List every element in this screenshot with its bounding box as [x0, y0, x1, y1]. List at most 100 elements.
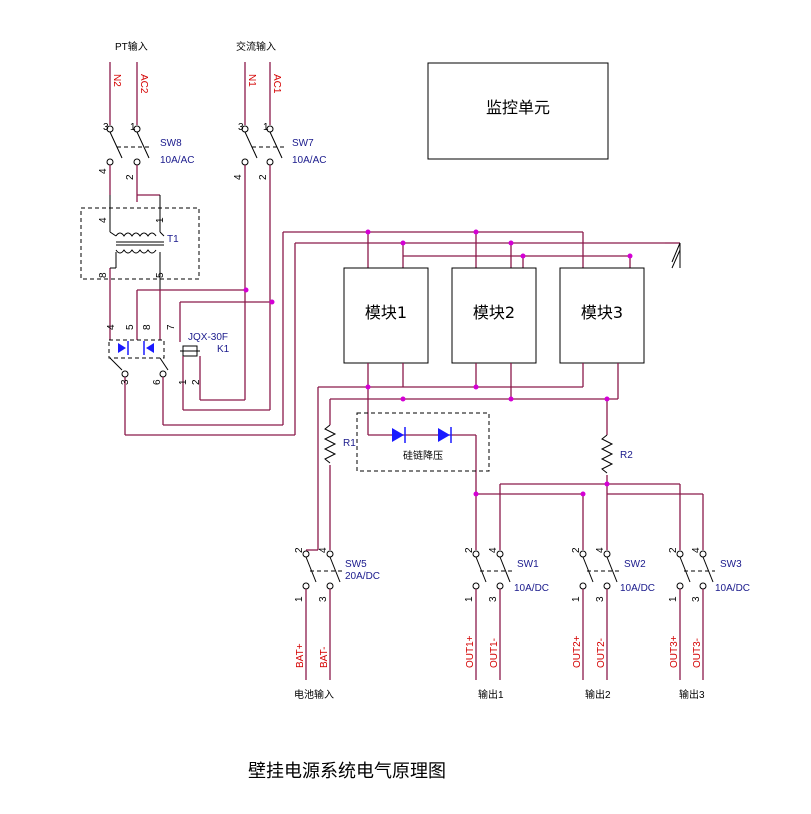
ac-n1-label: N1: [246, 74, 257, 87]
sw3-rating: 10A/DC: [715, 583, 750, 594]
monitor-unit-label: 监控单元: [486, 98, 550, 117]
svg-text:1: 1: [668, 596, 679, 602]
t1-pin8: 8: [98, 272, 109, 278]
sw5-rating: 20A/DC: [345, 571, 380, 582]
relay-k1-name: K1: [217, 344, 230, 355]
pt-ac2-label: AC2: [138, 74, 149, 94]
module-3-box: [559, 267, 645, 364]
svg-text:3: 3: [318, 596, 329, 602]
svg-text:4: 4: [318, 547, 329, 553]
ground-symbol: [671, 242, 681, 269]
output-1-label: 输出1: [478, 688, 504, 701]
sw8-pin3: 3: [103, 122, 109, 133]
svg-text:3: 3: [691, 596, 702, 602]
svg-text:1: 1: [571, 596, 582, 602]
dc-junction-dots: [365, 384, 610, 497]
module-2-box: [451, 267, 537, 364]
input-lines: [109, 62, 271, 125]
k1-pin4: 4: [106, 324, 117, 330]
sw8-name: SW8: [160, 138, 182, 149]
svg-text:2: 2: [571, 547, 582, 553]
junction-dots: [243, 229, 633, 305]
ac-bus-wiring: [125, 231, 680, 436]
diagram-title: 壁挂电源系统电气原理图: [248, 761, 446, 782]
sw1-switch: [472, 550, 512, 680]
sw8-pin4: 4: [98, 168, 109, 174]
out3-plus-label: OUT3+: [669, 635, 680, 668]
module-1-box: [343, 267, 429, 364]
svg-text:4: 4: [691, 547, 702, 553]
module-1-label: 模块1: [365, 303, 407, 322]
svg-text:1: 1: [464, 596, 475, 602]
dc-bus-wiring: [317, 363, 704, 550]
t1-pin1: 1: [155, 217, 166, 223]
transformer-t1-box: [80, 207, 200, 280]
k1-pin3: 3: [120, 379, 131, 385]
out1-minus-label: OUT1-: [489, 638, 500, 668]
out3-minus-label: OUT3-: [692, 638, 703, 668]
sw7-pin4: 4: [233, 174, 244, 180]
sw8-rating: 10A/AC: [160, 155, 194, 166]
svg-text:2: 2: [464, 547, 475, 553]
sw7-pin2: 2: [258, 174, 269, 180]
svg-text:2: 2: [294, 547, 305, 553]
relay-k1-wiring: [108, 289, 270, 435]
t1-pin4: 4: [98, 217, 109, 223]
relay-model: JQX-30F: [188, 332, 228, 343]
sw2-name: SW2: [624, 559, 646, 570]
sw7-rating: 10A/AC: [292, 155, 326, 166]
monitor-unit-box: [427, 62, 609, 160]
pt-n2-label: N2: [111, 74, 122, 87]
transformer-t1: [109, 194, 165, 340]
svg-text:1: 1: [294, 596, 305, 602]
output-3-label: 输出3: [679, 688, 705, 701]
sw2-rating: 10A/DC: [620, 583, 655, 594]
out2-minus-label: OUT2-: [596, 638, 607, 668]
output-terminal-labels: BAT+ BAT- OUT1+ OUT1- OUT2+ OUT2- OUT3+ …: [295, 635, 703, 668]
svg-text:3: 3: [488, 596, 499, 602]
silicon-chain-box: [356, 412, 490, 472]
resistor-r1: [323, 424, 337, 464]
module-2-label: 模块2: [473, 303, 515, 322]
sw8-switch: [106, 125, 152, 195]
out1-plus-label: OUT1+: [465, 635, 476, 668]
out2-plus-label: OUT2+: [572, 635, 583, 668]
k1-pin5: 5: [125, 324, 136, 330]
bottom-pin-labels: 2 4 1 3 2 4 1 3 2 4 1 3 2 4 1 3: [294, 547, 702, 602]
ac-input-label: 交流输入: [236, 40, 276, 53]
sw8-pin2: 2: [125, 174, 136, 180]
k1-pin6: 6: [152, 379, 163, 385]
sw3-name: SW3: [720, 559, 742, 570]
svg-text:3: 3: [595, 596, 606, 602]
svg-text:2: 2: [668, 547, 679, 553]
output-2-label: 输出2: [585, 688, 611, 701]
sw3-switch: [676, 550, 715, 680]
r2-label: R2: [620, 450, 633, 461]
t1-name: T1: [167, 234, 179, 245]
resistor-r2: [600, 434, 614, 474]
sw5-name: SW5: [345, 559, 367, 570]
silicon-chain-label: 硅链降压: [403, 449, 443, 462]
k1-pin2: 2: [191, 379, 202, 385]
sw7-pin3: 3: [238, 122, 244, 133]
sw5-switch: [302, 549, 342, 680]
pt-input-label: PT输入: [115, 40, 148, 53]
sw7-pin1: 1: [263, 122, 269, 133]
svg-text:4: 4: [488, 547, 499, 553]
k1-pin7: 7: [166, 324, 177, 330]
t1-pin5: 5: [155, 272, 166, 278]
sw1-rating: 10A/DC: [514, 583, 549, 594]
module-3-label: 模块3: [581, 303, 623, 322]
ac-ac1-label: AC1: [271, 74, 282, 94]
bat-minus-label: BAT-: [319, 647, 330, 668]
sw7-switch: [241, 125, 285, 302]
bat-plus-label: BAT+: [295, 643, 306, 668]
svg-text:4: 4: [595, 547, 606, 553]
r1-label: R1: [343, 438, 356, 449]
sw8-pin1: 1: [130, 122, 136, 133]
sw1-name: SW1: [517, 559, 539, 570]
k1-pin1: 1: [178, 379, 189, 385]
sw2-switch: [579, 550, 619, 680]
